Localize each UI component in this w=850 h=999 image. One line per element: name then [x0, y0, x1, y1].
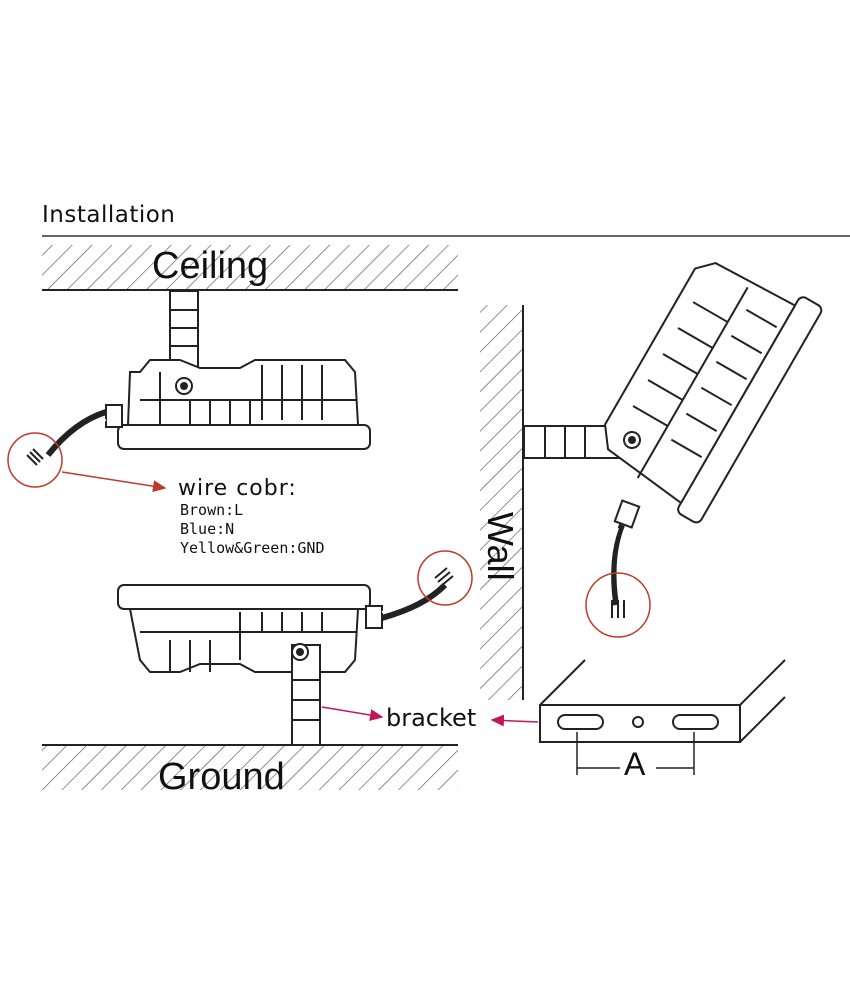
bracket-arrow-right: [490, 714, 539, 727]
wiring-line-brown: Brown:L: [180, 501, 244, 519]
ground-surface: [42, 744, 458, 790]
wire-callout-left: [7, 432, 63, 488]
dimension-label: A: [624, 746, 646, 782]
bracket-detail: [539, 659, 786, 775]
wall-mounted-floodlight: [523, 262, 823, 606]
wall-label: Wall: [480, 512, 521, 581]
bracket-label: bracket: [386, 704, 477, 732]
wall-surface: [480, 305, 524, 700]
wiring-line-blue: Blue:N: [180, 520, 235, 538]
wire-arrow: [61, 471, 167, 493]
ceiling-mounted-floodlight: [45, 290, 371, 461]
wire-callout-wall: [585, 572, 651, 638]
ground-mounted-floodlight: [117, 579, 448, 746]
wiring-line-ground: Yellow&Green:GND: [180, 539, 325, 557]
ground-label: Ground: [158, 756, 285, 798]
wire-callout-ground: [417, 550, 473, 606]
bracket-arrow-left: [321, 706, 384, 721]
ceiling-surface: [42, 245, 458, 291]
ceiling-label: Ceiling: [152, 245, 269, 287]
wiring-heading: wire cobr:: [178, 476, 297, 501]
section-title: Installation: [42, 202, 176, 228]
